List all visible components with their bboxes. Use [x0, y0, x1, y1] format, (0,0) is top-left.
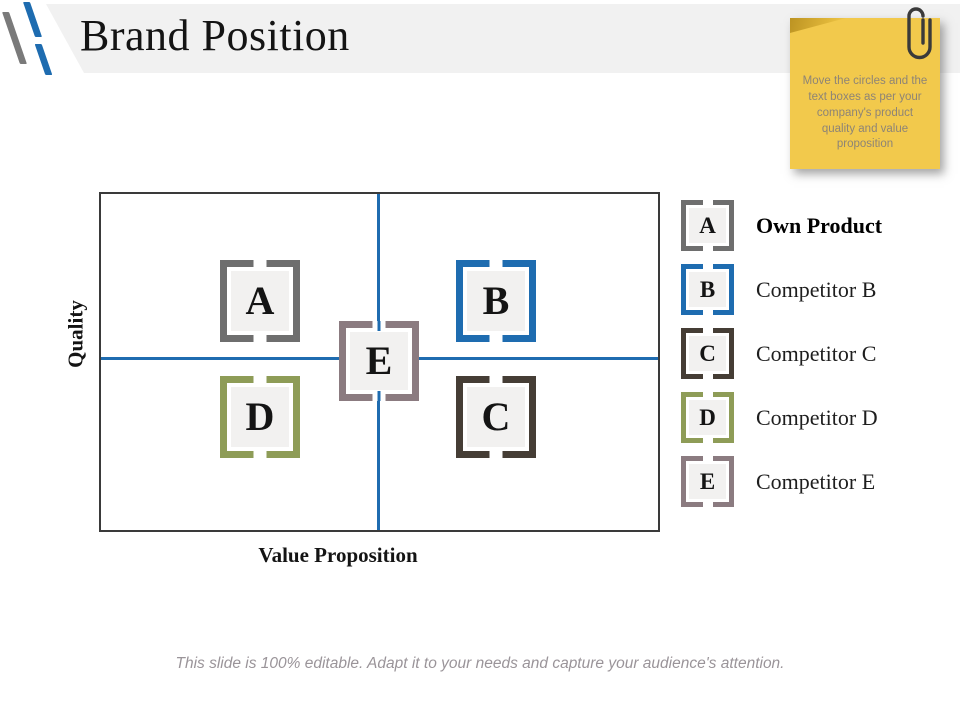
position-box-e[interactable]: E: [339, 321, 419, 401]
position-box-letter: A: [245, 278, 275, 323]
axis-line-stub: [377, 391, 381, 401]
position-box-letter: D: [245, 394, 275, 439]
position-box-fill: C: [467, 387, 525, 447]
axis-line-stub: [377, 321, 381, 331]
legend-box-c[interactable]: C: [681, 328, 734, 379]
position-box-d[interactable]: D: [220, 376, 300, 458]
legend-label: Competitor D: [756, 404, 878, 430]
legend-label: Competitor C: [756, 340, 877, 366]
legend-item-own-product: A Own Product: [681, 200, 882, 251]
logo-stripe-blue-icon: [22, 2, 43, 37]
position-box-letter: E: [365, 338, 393, 383]
position-box-a[interactable]: A: [220, 260, 300, 342]
legend-box-d[interactable]: D: [681, 392, 734, 443]
logo-stripe-blue-icon: [34, 44, 53, 75]
legend-item-competitor-b: B Competitor B: [681, 264, 882, 315]
position-box-fill: D: [231, 387, 289, 447]
sticky-note-fold: [790, 18, 846, 33]
legend-label: Competitor B: [756, 276, 877, 302]
sticky-note[interactable]: Move the circles and the text boxes as p…: [790, 18, 940, 169]
legend-box-letter: D: [699, 405, 716, 430]
legend-box-b[interactable]: B: [681, 264, 734, 315]
quadrant-matrix: A B E D C: [99, 192, 660, 532]
position-box-letter: B: [482, 278, 510, 323]
legend-box-letter: E: [699, 469, 716, 494]
legend-item-competitor-d: D Competitor D: [681, 392, 882, 443]
position-box-b[interactable]: B: [456, 260, 536, 342]
position-box-letter: C: [481, 394, 511, 439]
legend-box-letter: C: [699, 341, 716, 366]
page-title: Brand Position: [80, 11, 350, 60]
position-box-fill: B: [467, 271, 525, 331]
legend: A Own Product B Competitor B C Competito…: [681, 200, 882, 507]
legend-box-e[interactable]: E: [681, 456, 734, 507]
logo-stripe-gray-icon: [2, 12, 27, 64]
legend-item-competitor-e: E Competitor E: [681, 456, 882, 507]
paperclip-icon: [907, 7, 932, 60]
position-box-fill: A: [231, 271, 289, 331]
x-axis-label: Value Proposition: [258, 543, 418, 567]
footer-note: This slide is 100% editable. Adapt it to…: [175, 655, 785, 672]
legend-label: Own Product: [756, 212, 883, 238]
legend-item-competitor-c: C Competitor C: [681, 328, 882, 379]
position-box-c[interactable]: C: [456, 376, 536, 458]
legend-box-a[interactable]: A: [681, 200, 734, 251]
position-box-fill: E: [350, 332, 408, 390]
legend-label: Competitor E: [756, 468, 876, 494]
y-axis-label: Quality: [63, 300, 88, 368]
sticky-note-text: Move the circles and the text boxes as p…: [802, 75, 928, 151]
legend-box-letter: A: [699, 213, 716, 238]
legend-box-letter: B: [699, 277, 716, 302]
